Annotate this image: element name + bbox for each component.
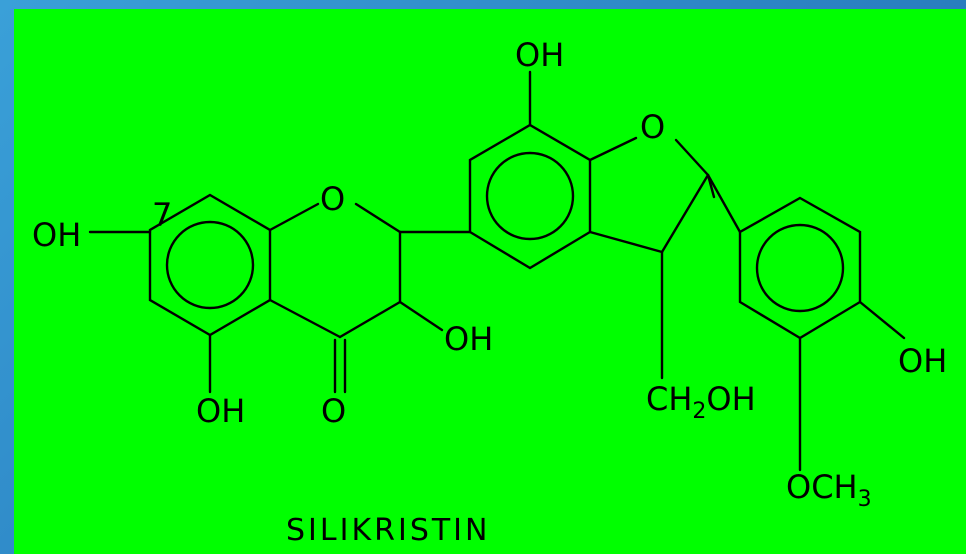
carbonyl-oxygen-label: O [321, 392, 346, 430]
oh-mid-label: OH [444, 320, 493, 358]
oh-right-bond [858, 300, 906, 340]
structure-board: 7 OH O O OH OH OH O CH2OH OH OCH3 SILIKR… [14, 9, 966, 554]
ch2oh-ch: CH [646, 380, 692, 418]
och3-subscript: 3 [858, 487, 872, 512]
och3-main: OCH [786, 468, 858, 506]
furan-oxygen-label: O [640, 108, 665, 146]
position-label: 7 [152, 196, 172, 234]
link-bond-right [706, 173, 742, 234]
ch2oh-oh: OH [706, 380, 755, 418]
structure-diagram: 7 OH O O OH OH OH O CH2OH OH OCH3 SILIKR… [32, 36, 947, 548]
ch2oh-label: CH2OH [646, 380, 756, 424]
och3-label: OCH3 [786, 468, 872, 512]
oh-top-label: OH [515, 36, 564, 74]
ch2oh-subscript: 2 [692, 399, 706, 424]
oh-right-label: OH [898, 342, 947, 380]
pyran-oxygen-label: O [320, 180, 345, 218]
ring-c [268, 202, 402, 339]
ring-e [738, 196, 862, 340]
oh-bottom-label: OH [196, 392, 245, 430]
oh-mid-bond [398, 300, 444, 332]
molecule-name: SILIKRISTIN [286, 513, 490, 548]
ring-b [468, 123, 592, 270]
oh-left-label: OH [32, 216, 81, 254]
ring-furan [588, 136, 716, 254]
